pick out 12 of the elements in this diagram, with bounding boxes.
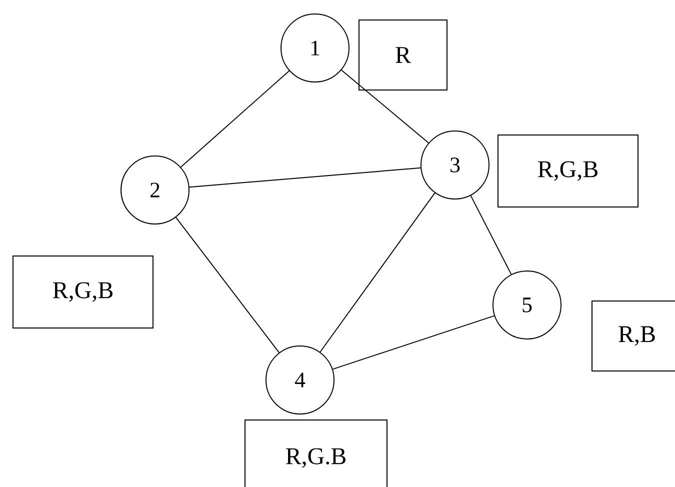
connector-line [188, 167, 422, 188]
label-box: R,G,B [12, 256, 154, 328]
connector-line [332, 315, 495, 370]
connector-line [175, 216, 280, 354]
connector-line [470, 195, 512, 275]
label-box: R [358, 20, 448, 90]
label-box: R,G,B [498, 134, 638, 208]
connector-line [340, 70, 430, 144]
label-box: R,B [592, 300, 675, 372]
connector-line [320, 192, 436, 352]
label-box: R,G.B [244, 419, 388, 487]
connector-line [180, 70, 290, 168]
